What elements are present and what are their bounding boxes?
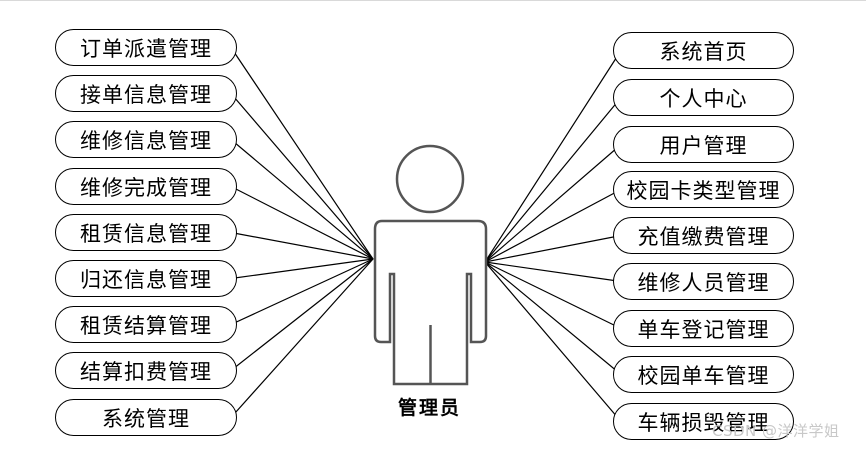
right-use-case-label: 单车登记管理 xyxy=(637,317,770,342)
right-use-case-label: 系统首页 xyxy=(659,39,748,64)
connector-left-4 xyxy=(230,185,374,260)
left-use-case-label: 维修完成管理 xyxy=(80,175,212,200)
right-use-case-3: 用户管理 xyxy=(613,126,794,163)
connector-left-8 xyxy=(230,258,374,371)
connector-left-6 xyxy=(230,258,374,280)
connector-left-3 xyxy=(230,139,374,260)
left-use-case-6: 归还信息管理 xyxy=(55,260,237,297)
right-use-case-4: 校园卡类型管理 xyxy=(613,171,794,208)
connector-right-1 xyxy=(484,50,622,263)
right-use-case-label: 维修人员管理 xyxy=(637,270,770,295)
connector-right-4 xyxy=(484,188,622,263)
connector-right-3 xyxy=(484,144,622,263)
left-use-case-7: 租赁结算管理 xyxy=(55,306,237,343)
actor-body xyxy=(373,219,488,386)
top-rule xyxy=(0,0,866,1)
right-use-case-5: 充值缴费管理 xyxy=(613,217,794,254)
left-use-case-label: 租赁信息管理 xyxy=(80,221,212,246)
connector-right-7 xyxy=(484,261,622,330)
left-use-case-5: 租赁信息管理 xyxy=(55,214,237,251)
connector-left-7 xyxy=(230,258,374,326)
left-use-case-label: 归还信息管理 xyxy=(80,267,212,292)
right-use-case-1: 系统首页 xyxy=(613,32,794,69)
left-use-case-label: 系统管理 xyxy=(102,406,190,431)
left-use-case-label: 租赁结算管理 xyxy=(80,313,212,338)
left-use-case-3: 维修信息管理 xyxy=(55,121,237,158)
right-use-case-label: 充值缴费管理 xyxy=(637,224,770,249)
connector-left-1 xyxy=(230,47,374,260)
right-use-case-9: 车辆损毁管理 xyxy=(613,403,794,440)
watermark: CSDN @洋洋学姐 xyxy=(712,422,840,440)
connector-left-9 xyxy=(230,258,374,418)
right-use-case-2: 个人中心 xyxy=(613,79,794,116)
right-use-case-8: 校园单车管理 xyxy=(613,356,794,393)
actor-label: 管理员 xyxy=(397,397,461,419)
left-use-case-1: 订单派遣管理 xyxy=(55,29,237,66)
left-use-case-4: 维修完成管理 xyxy=(55,168,237,205)
left-use-case-label: 订单派遣管理 xyxy=(80,36,212,61)
right-use-case-6: 维修人员管理 xyxy=(613,263,794,300)
connector-right-2 xyxy=(484,97,622,263)
connector-right-5 xyxy=(484,234,622,263)
connector-right-9 xyxy=(484,261,622,422)
left-use-case-label: 结算扣费管理 xyxy=(80,359,212,384)
left-use-case-2: 接单信息管理 xyxy=(55,75,237,112)
connector-right-6 xyxy=(484,261,622,283)
left-use-case-label: 接单信息管理 xyxy=(80,82,212,107)
right-use-case-7: 单车登记管理 xyxy=(613,310,794,347)
right-use-case-label: 校园单车管理 xyxy=(637,363,770,388)
actor-head xyxy=(395,144,465,214)
right-use-case-label: 个人中心 xyxy=(659,86,748,111)
left-use-case-8: 结算扣费管理 xyxy=(55,352,237,389)
connector-left-2 xyxy=(230,93,374,260)
left-use-case-label: 维修信息管理 xyxy=(80,128,212,153)
right-use-case-label: 校园卡类型管理 xyxy=(626,178,781,203)
connector-right-8 xyxy=(484,261,622,375)
connector-left-5 xyxy=(230,231,374,260)
right-use-case-label: 用户管理 xyxy=(659,133,748,158)
left-use-case-9: 系统管理 xyxy=(55,399,237,436)
actor-figure xyxy=(373,144,488,386)
right-use-case-label: 车辆损毁管理 xyxy=(637,410,770,435)
